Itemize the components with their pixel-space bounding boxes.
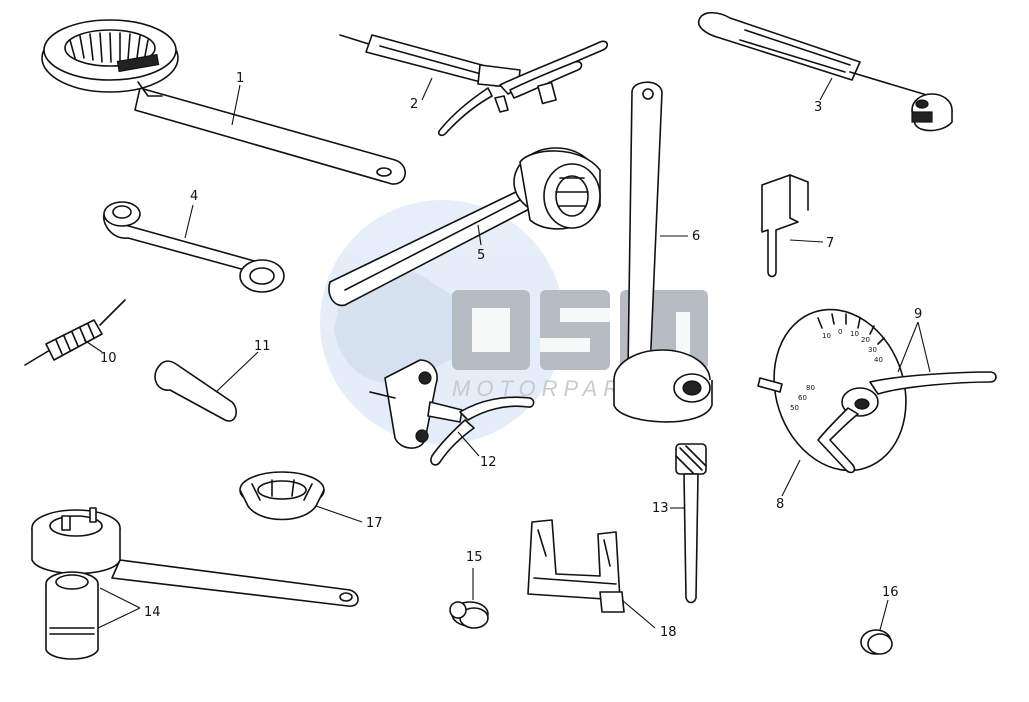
callout-11: 11: [254, 339, 271, 354]
callout-8: 8: [776, 497, 784, 512]
dial-label-5: 40: [874, 356, 883, 364]
callout-18: 18: [660, 625, 677, 640]
tool-1-ring-wrench: [41, 19, 406, 185]
tool-11-tapered-pin: [154, 360, 237, 422]
callout-4: 4: [190, 189, 198, 204]
tool-18-fork-tool: [527, 519, 625, 613]
watermark-block-s: [540, 290, 610, 370]
tool-10-threaded-pin: [24, 299, 126, 366]
watermark-block-o: [452, 290, 530, 370]
tool-5-ring-nut-wrench: [328, 147, 601, 307]
callout-12: 12: [480, 455, 497, 470]
dial-label-3: 20: [861, 336, 870, 344]
callout-2: 2: [410, 97, 418, 112]
tool-14-socket-wrench: [31, 507, 359, 660]
dial-label-2: 10: [850, 330, 859, 338]
dial-label-6: 50: [790, 404, 799, 412]
tool-13-long-pin: [675, 443, 707, 604]
callout-16: 16: [882, 585, 899, 600]
callout-15: 15: [466, 550, 483, 565]
tool-8-degree-dial: 10 0 10 20 30 40 50 60 80: [757, 308, 997, 474]
dial-label-1: 0: [838, 328, 842, 336]
tool-7-bent-pin: [761, 174, 809, 278]
tool-15-plug: [449, 601, 489, 629]
tool-3-holder: [698, 11, 953, 132]
tool-12-bracket-tool: [369, 359, 535, 466]
leader-lines: [83, 77, 931, 631]
callout-labels: 1 2 3 4 5 6 7 8 9 10 11 12 13 14 15 16 1…: [100, 71, 922, 640]
callout-6: 6: [692, 229, 700, 244]
callout-13: 13: [652, 501, 669, 516]
dial-label-0: 10: [822, 332, 831, 340]
callout-7: 7: [826, 236, 834, 251]
callout-14: 14: [144, 605, 161, 620]
callout-3: 3: [814, 100, 822, 115]
tool-16-plug: [860, 629, 893, 655]
dial-label-7: 60: [798, 394, 807, 402]
callout-9: 9: [914, 307, 922, 322]
dial-label-4: 30: [868, 346, 877, 354]
tool-2-puller: [339, 34, 609, 137]
callout-1: 1: [236, 71, 244, 86]
tool-4-box-wrench: [103, 201, 285, 293]
dial-label-8: 80: [806, 384, 815, 392]
tool-17-cup-wrench: [239, 471, 325, 521]
callout-5: 5: [477, 248, 485, 263]
tool-6-long-socket-tool: [613, 81, 713, 423]
callout-10: 10: [100, 351, 117, 366]
callout-17: 17: [366, 516, 383, 531]
